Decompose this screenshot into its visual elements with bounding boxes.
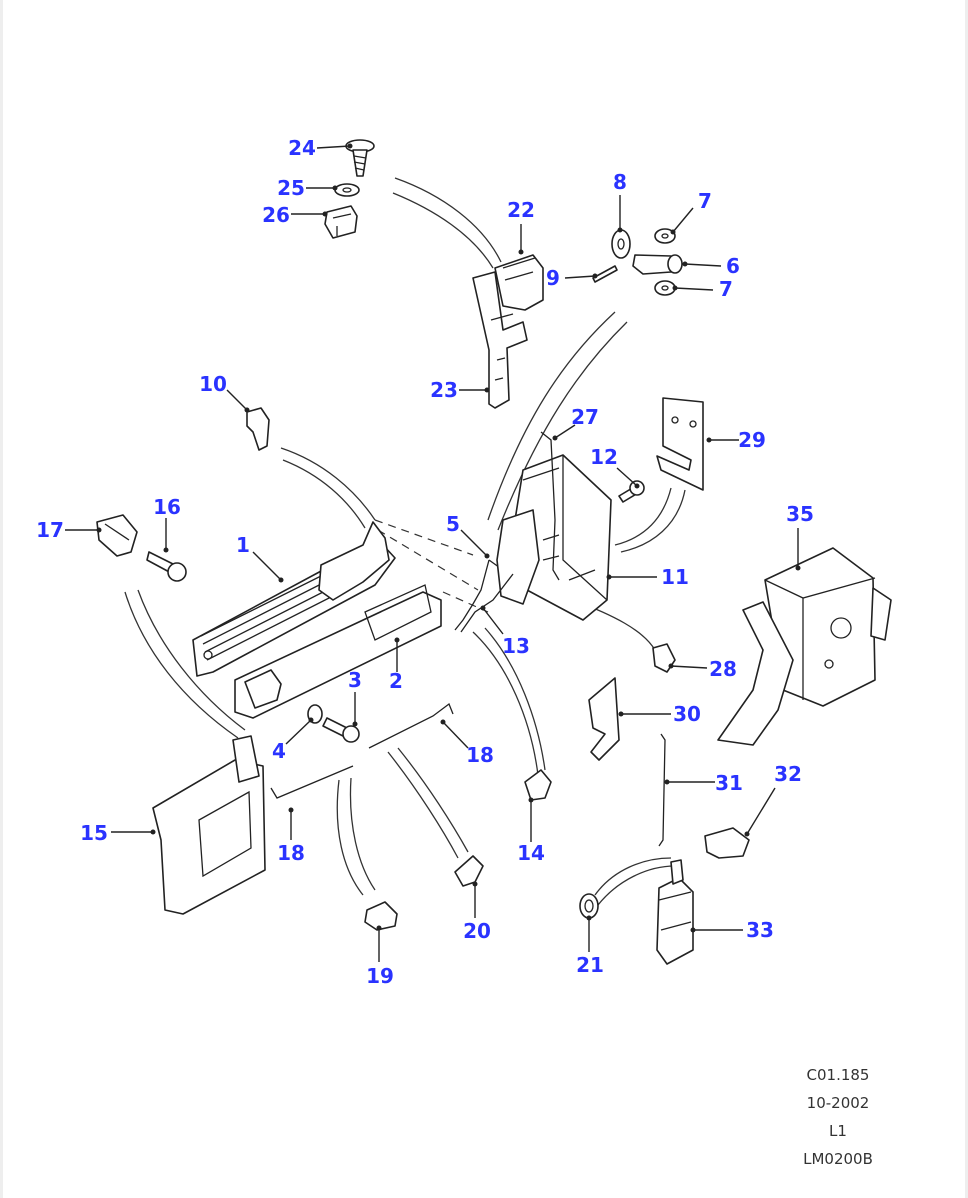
- callout-3: 3: [348, 668, 362, 692]
- part-14-clip: [524, 769, 552, 801]
- callout-16: 16: [153, 495, 181, 519]
- part-29-bracket: [588, 677, 620, 761]
- callout-25: 26: [262, 203, 290, 227]
- callout-15: 15: [80, 821, 108, 845]
- reference-code: C01.185: [807, 1066, 870, 1084]
- part-26-rod: [540, 431, 560, 581]
- part-25-clip-nut: [324, 205, 358, 239]
- part-1-outer-handle: [192, 521, 396, 677]
- part-18-rod-lower: [270, 765, 354, 799]
- callout-13: 13: [502, 634, 530, 658]
- part-10-clip: [246, 407, 270, 451]
- part-21-22-bracket: [472, 254, 544, 409]
- part-23-screw: [345, 139, 375, 177]
- callout-28: 29: [738, 428, 766, 452]
- callout-8: 8: [613, 170, 627, 194]
- reference-date: 10-2002: [807, 1094, 870, 1112]
- part-35-latch: [717, 547, 892, 746]
- part-32-rod: [658, 733, 666, 847]
- callout-21: 22: [507, 198, 535, 222]
- callout-19: 19: [366, 964, 394, 988]
- callout-4: 4: [272, 739, 286, 763]
- callout-7-lower: 7: [719, 277, 733, 301]
- part-8-washer: [611, 229, 631, 259]
- callout-24: 25: [277, 176, 305, 200]
- part-33-clip: [704, 827, 750, 859]
- leader-lines: [65, 143, 801, 962]
- callout-31: 21: [576, 953, 604, 977]
- part-20-clip: [454, 855, 484, 887]
- callout-29: 30: [673, 702, 701, 726]
- part-3-screw: [322, 717, 360, 743]
- callout-30: 33: [746, 918, 774, 942]
- exploded-parts-diagram: 24 25 26 22 23 8 7 6 7 9 10 27 29 12 17 …: [36, 136, 892, 1168]
- part-7-nut-lower: [654, 280, 676, 296]
- reference-id: LM0200B: [803, 1150, 873, 1168]
- callout-labels: 24 25 26 22 23 8 7 6 7 9 10 27 29 12 17 …: [36, 136, 814, 988]
- part-28-plate: [656, 397, 704, 491]
- callout-17: 17: [36, 518, 64, 542]
- callout-32: 31: [715, 771, 743, 795]
- part-16-screw: [146, 551, 187, 582]
- callout-33: 32: [774, 762, 802, 786]
- reference-level: L1: [829, 1122, 847, 1140]
- callout-7-upper: 7: [698, 189, 712, 213]
- callout-6: 6: [726, 254, 740, 278]
- assembly-guide-lines: [124, 177, 686, 906]
- part-12-screw: [618, 480, 645, 503]
- callout-27: 28: [709, 657, 737, 681]
- callout-1: 1: [236, 533, 250, 557]
- callout-11: 11: [661, 565, 689, 589]
- part-30-lock-barrel: [656, 859, 694, 965]
- callout-9: 9: [546, 266, 560, 290]
- callout-12: 12: [590, 445, 618, 469]
- callout-18-lower: 18: [277, 841, 305, 865]
- callout-26: 27: [571, 405, 599, 429]
- callout-14: 14: [517, 841, 545, 865]
- callout-5: 5: [446, 512, 460, 536]
- part-31-ring: [579, 893, 599, 919]
- part-2-escutcheon: [234, 584, 442, 719]
- part-24-washer: [334, 183, 360, 197]
- part-19-clip: [364, 901, 398, 931]
- part-7-nut-upper: [654, 228, 676, 244]
- callout-35: 35: [786, 502, 814, 526]
- callout-23: 24: [288, 136, 316, 160]
- part-6-barrel: [632, 254, 684, 275]
- callout-22: 23: [430, 378, 458, 402]
- part-9-pin: [592, 265, 618, 283]
- callout-20: 20: [463, 919, 491, 943]
- callout-10: 10: [199, 372, 227, 396]
- part-17-clip: [96, 514, 138, 557]
- part-15-inner-handle: [152, 735, 266, 915]
- callout-2: 2: [389, 669, 403, 693]
- part-18-rod-upper: [368, 702, 454, 749]
- callout-18-upper: 18: [466, 743, 494, 767]
- reference-block: C01.185 10-2002 L1 LM0200B: [803, 1066, 873, 1168]
